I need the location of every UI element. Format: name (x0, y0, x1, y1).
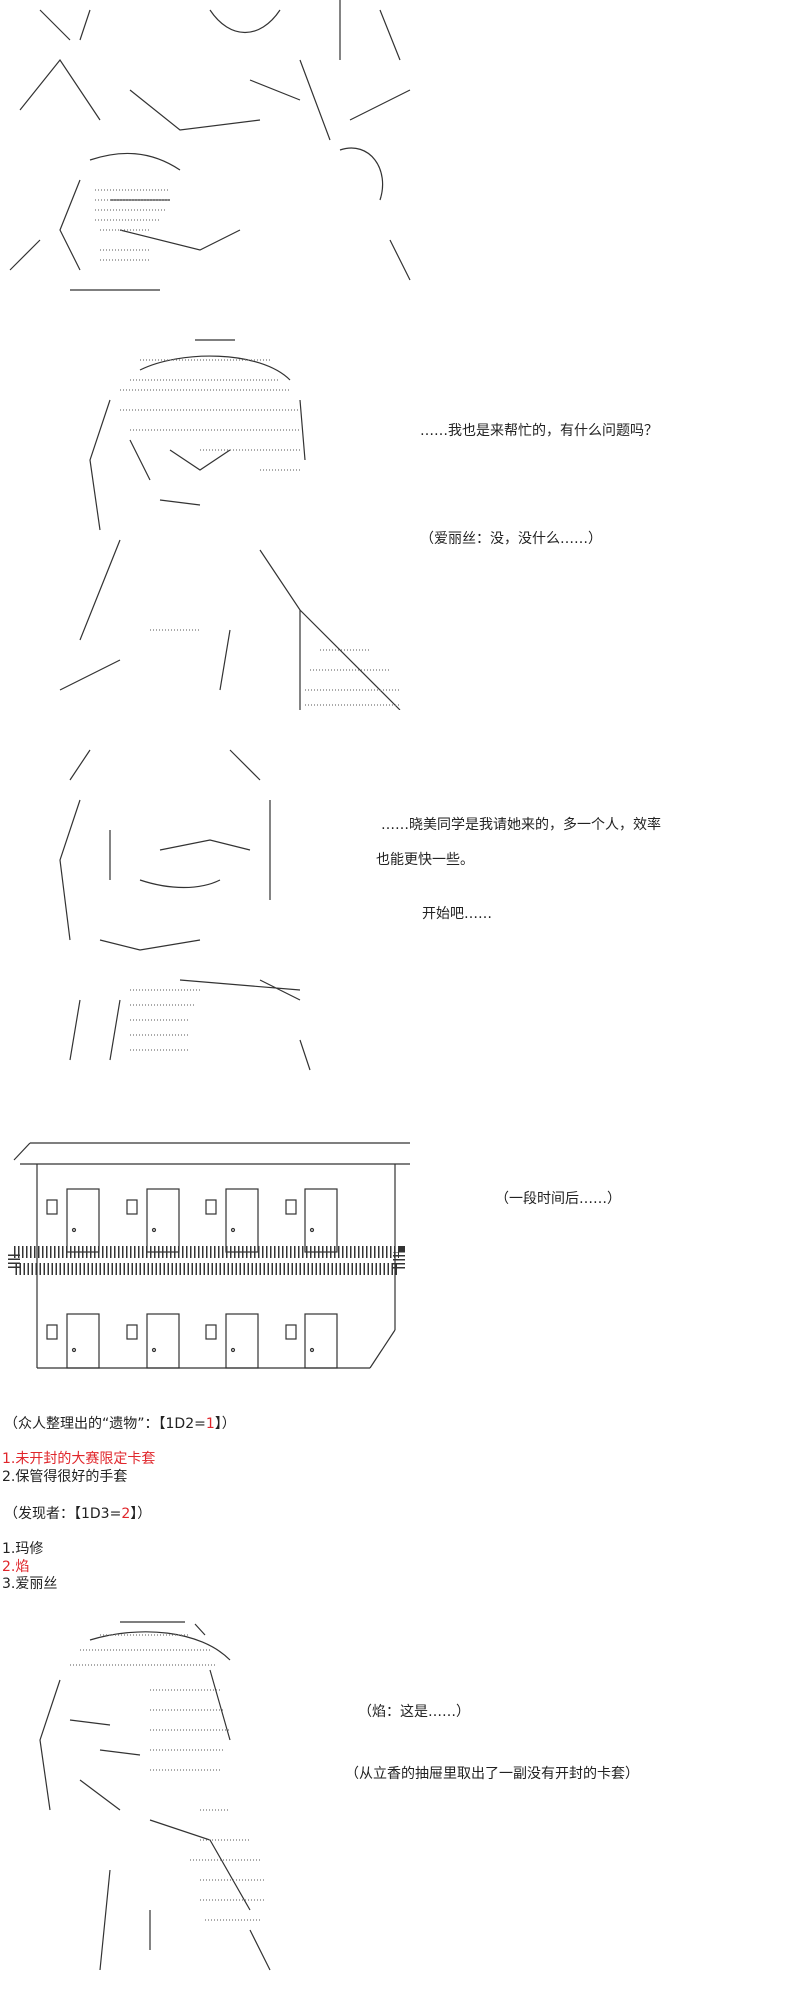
ascii-art-characters-panel (59, 749, 311, 1071)
finder-option-selected: 2.焰 (2, 1559, 30, 1575)
relic-roll-value: 1 (205, 1416, 215, 1432)
dialogue-line: （爱丽丝：没，没什么……） (420, 531, 602, 547)
relic-option-selected: 1.未开封的大赛限定卡套 (2, 1451, 156, 1467)
finder-roll-header: （发现者：【1D3=2】） (4, 1506, 152, 1522)
dialogue-line: 开始吧…… (422, 906, 492, 922)
ascii-art-characters-top (9, 0, 411, 291)
ascii-art-alice-panel (59, 339, 401, 710)
dialogue-line: （焰：这是……） (358, 1704, 470, 1720)
apartment-building-illustration (8, 1142, 410, 1369)
relic-option: 2.保管得很好的手套 (2, 1469, 128, 1485)
dialogue-line: ……晓美同学是我请她来的，多一个人，效率 (381, 817, 661, 833)
narration-line: （一段时间后……） (495, 1191, 621, 1207)
dialogue-line: ……我也是来帮忙的，有什么问题吗？ (420, 423, 658, 439)
finder-option: 1.玛修 (2, 1541, 44, 1557)
relic-roll-header: （众人整理出的“遗物”：【1D2=1】） (4, 1416, 236, 1432)
dialogue-line: 也能更快一些。 (376, 852, 474, 868)
ascii-art-homura-panel (39, 1621, 271, 1971)
narration-line: （从立香的抽屉里取出了一副没有开封的卡套） (345, 1766, 639, 1782)
finder-option: 3.爱丽丝 (2, 1576, 58, 1592)
finder-roll-value: 2 (121, 1506, 131, 1522)
